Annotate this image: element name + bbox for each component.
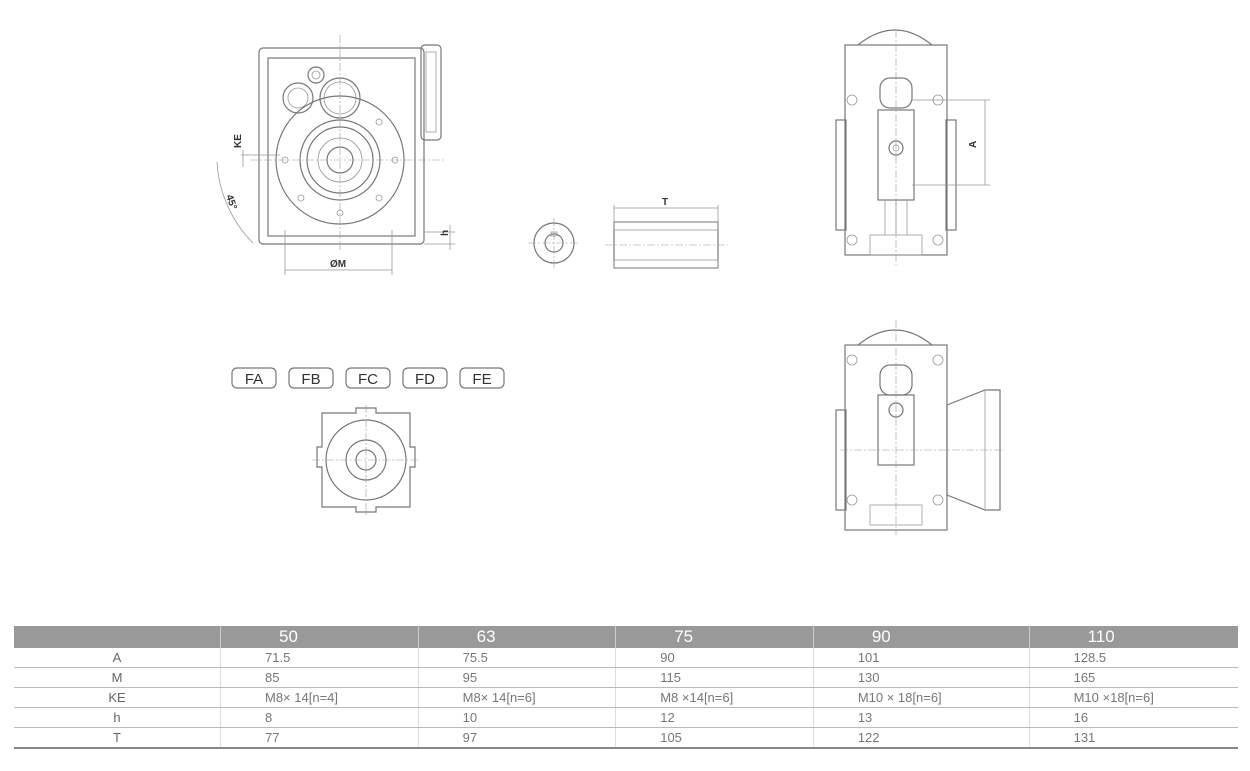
row-label: A [14,648,221,668]
cell: 105 [615,727,814,749]
cell: 97 [417,727,616,749]
cell: M8× 14[n=6] [417,687,616,708]
cell: 13 [812,707,1030,728]
gearbox-side-view-flange [835,320,1005,535]
cell: 115 [615,667,814,688]
row-label: KE [14,687,221,708]
table-row: A 71.5 75.5 90 101 128.5 [14,648,1238,668]
cell: 12 [615,707,814,728]
cell: 85 [220,667,419,688]
technical-drawing: KE 45° ØM h T [216,29,1005,535]
cell: 71.5 [220,648,419,668]
flange-fe: FE [472,371,491,388]
cell: 131 [1028,727,1238,749]
header-cell: 75 [615,626,814,648]
cell: M10 × 18[n=6] [812,687,1030,708]
cell: 122 [812,727,1030,749]
cell: 8 [220,707,419,728]
cell: 90 [615,648,814,668]
cell: 77 [220,727,419,749]
cell: 16 [1028,707,1238,728]
table-row: h 8 10 12 13 16 [14,707,1238,728]
a-label: A [968,141,979,148]
table-row: T 77 97 105 122 131 [14,727,1238,749]
dimension-table: 50 63 75 90 110 A 71.5 75.5 90 101 128.5… [14,626,1238,749]
row-label: T [14,727,221,749]
row-label: M [14,667,221,688]
header-cell: 90 [812,626,1030,648]
table-row: KE M8× 14[n=4] M8× 14[n=6] M8 ×14[n=6] M… [14,687,1238,708]
row-label: h [14,707,221,728]
flange-fb: FB [301,371,320,388]
h-label: h [440,230,451,236]
header-cell: 110 [1028,626,1238,648]
gearbox-side-view: A [835,29,990,265]
cell: M10 ×18[n=6] [1028,687,1238,708]
hollow-shaft-section: T [528,197,728,269]
flange-fd: FD [415,371,435,388]
table-row: M 85 95 115 130 165 [14,667,1238,688]
cell: M8 ×14[n=6] [615,687,814,708]
cell: 165 [1028,667,1238,688]
header-cell [14,626,221,648]
cell: 128.5 [1028,648,1238,668]
ke-label: KE [233,134,244,148]
flange-type-labels: FA FB FC FD FE [231,367,505,389]
flange-fa: FA [245,371,263,388]
gearbox-front-view: KE 45° ØM h [216,35,455,275]
cell: 95 [417,667,616,688]
t-label: T [662,197,668,208]
cell: 101 [812,648,1030,668]
cell: 130 [812,667,1030,688]
header-cell: 50 [220,626,419,648]
table-header-row: 50 63 75 90 110 [14,626,1238,648]
header-cell: 63 [417,626,616,648]
flange-fc: FC [358,371,378,388]
angle-label: 45° [223,193,239,211]
cell: M8× 14[n=4] [220,687,419,708]
cell: 10 [417,707,616,728]
diameter-m-label: ØM [330,259,346,270]
cell: 75.5 [417,648,616,668]
flange-front-view [312,405,420,515]
